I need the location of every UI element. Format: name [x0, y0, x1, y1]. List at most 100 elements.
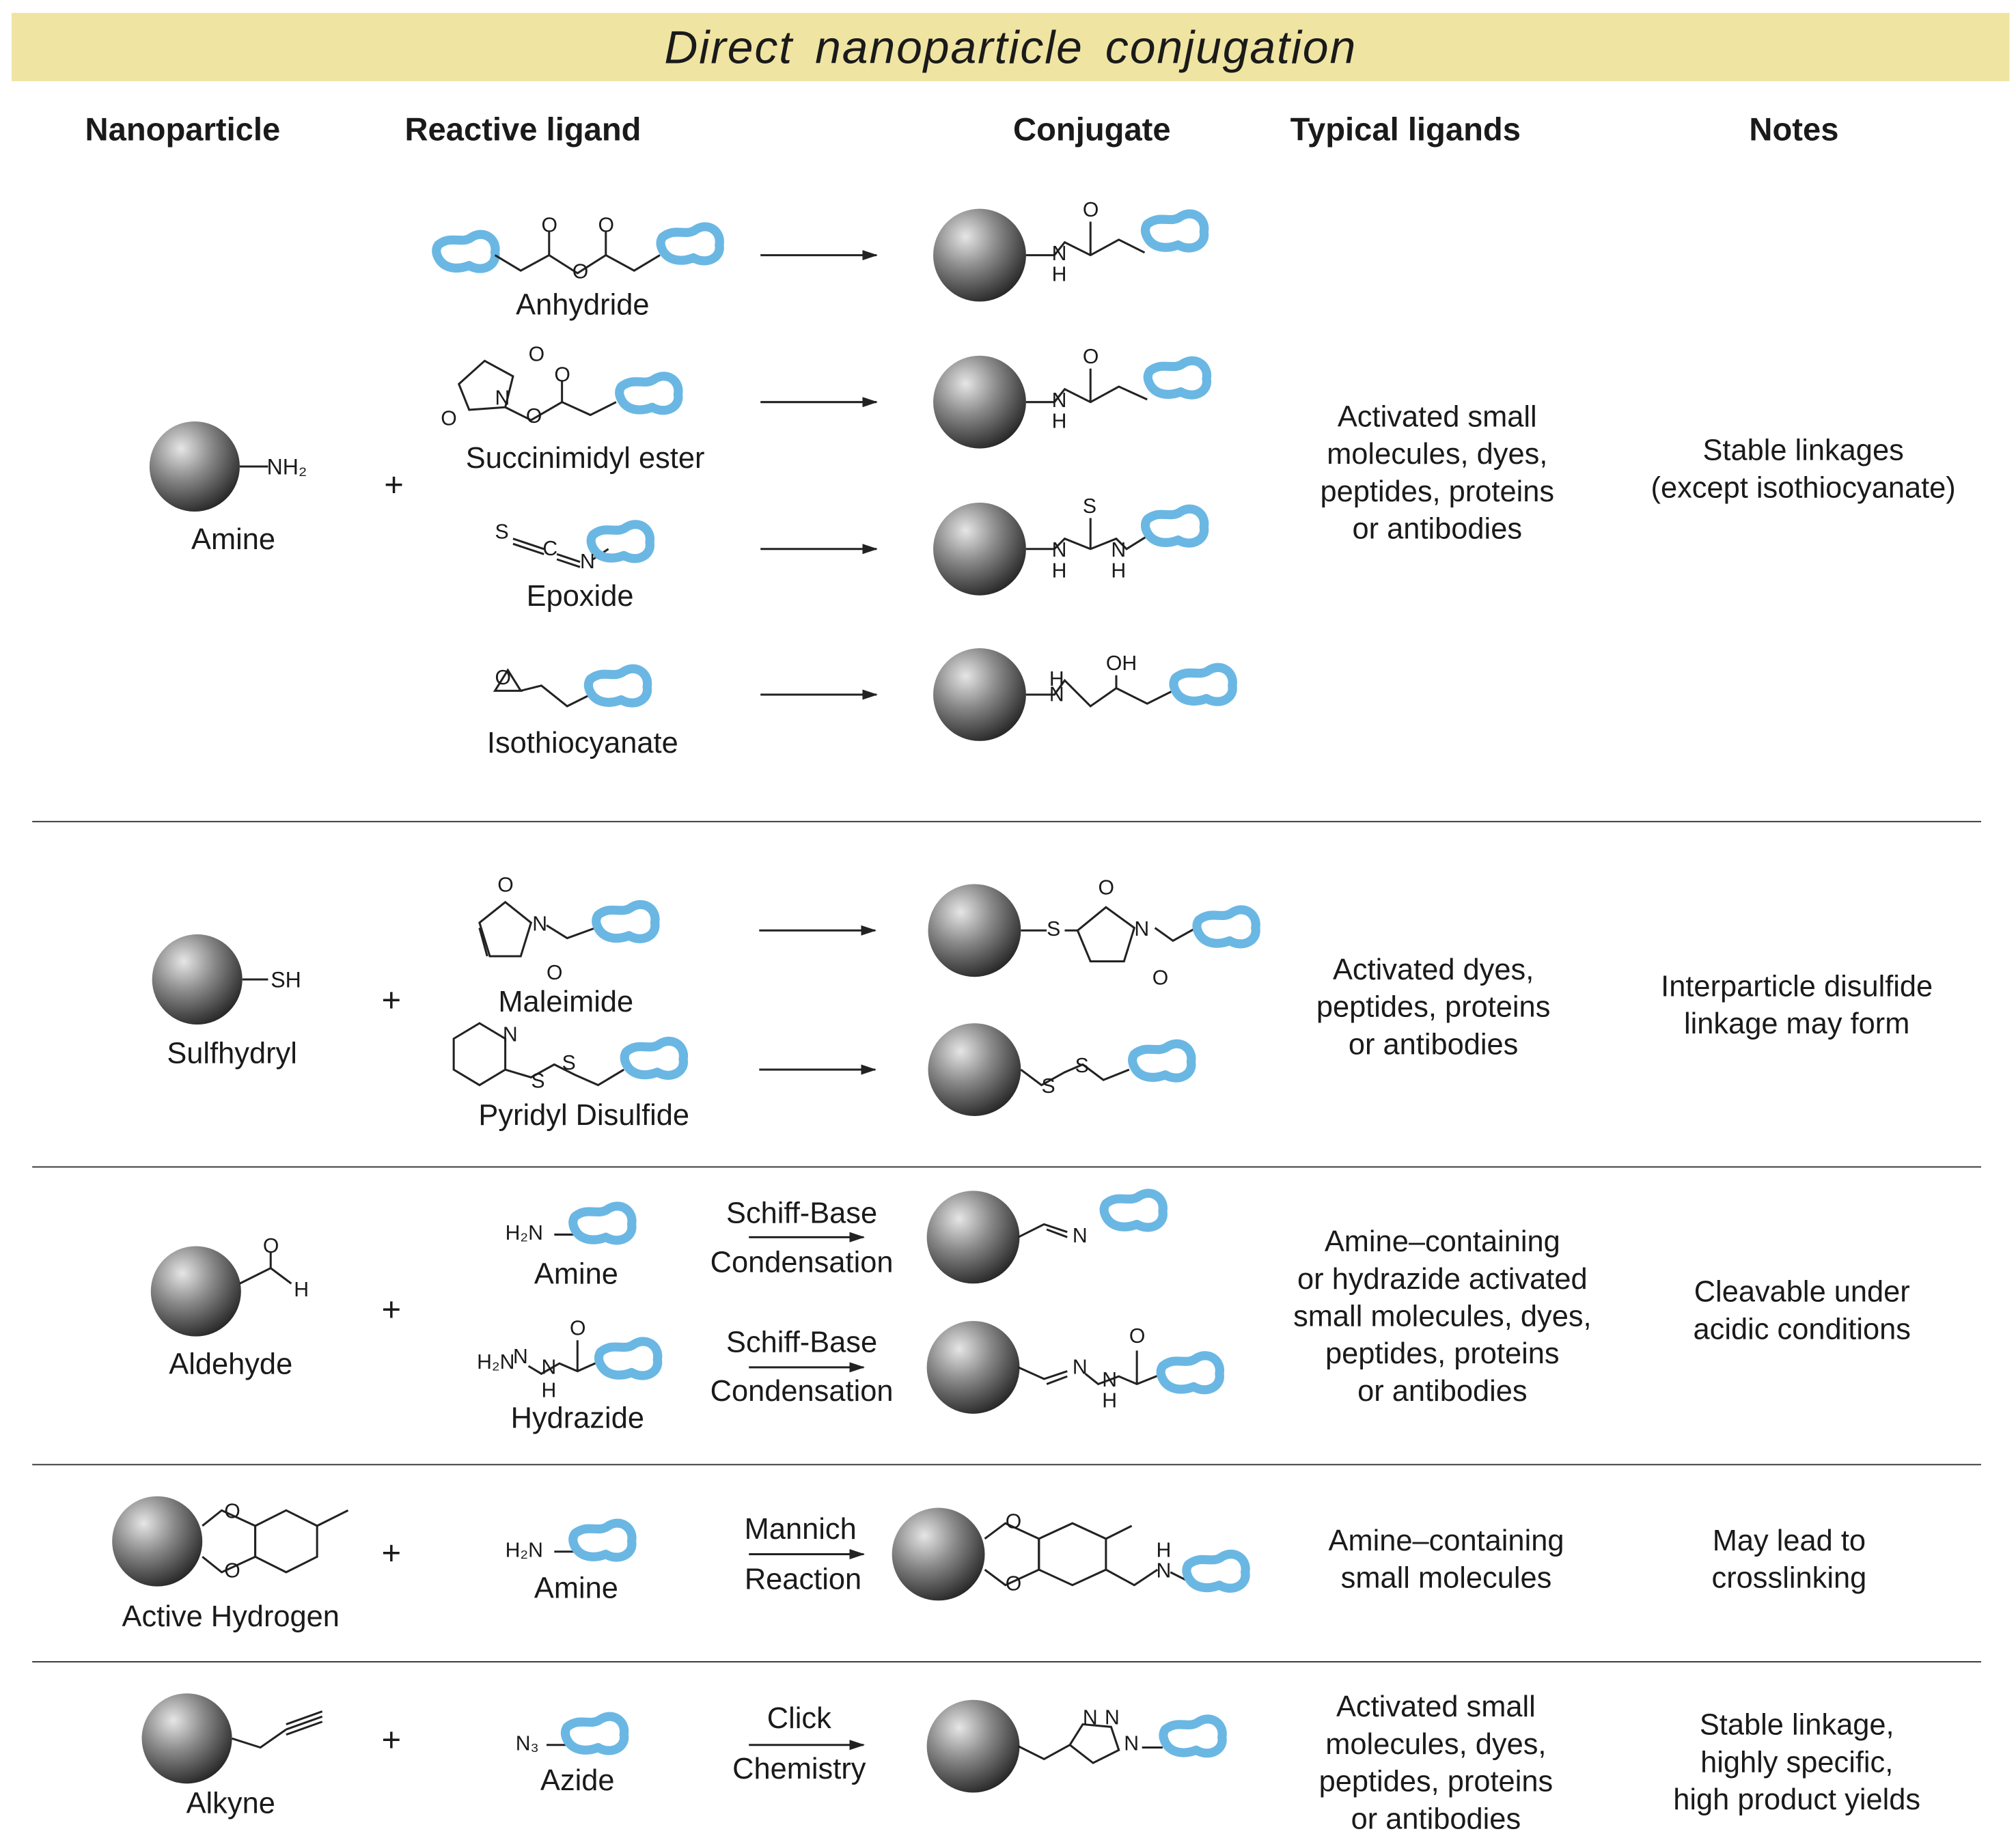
atom-n: N — [502, 1025, 518, 1047]
amine-group-label: NH₂ — [266, 455, 307, 479]
maleimide-structure — [478, 902, 655, 958]
atom-o: O — [569, 1318, 586, 1341]
text-line: linkage may form — [1683, 1006, 1910, 1040]
atom-n: N — [1051, 243, 1067, 266]
plus-sign: + — [381, 980, 402, 1020]
sulfhydryl-nanoparticle — [152, 934, 268, 1025]
text-line: peptides, proteins — [1316, 990, 1551, 1024]
atom-n: N — [1111, 540, 1127, 562]
atom-n: N — [1051, 390, 1067, 413]
atom-n: N — [580, 551, 595, 574]
header-notes: Notes — [1749, 112, 1839, 148]
text-line: molecules, dyes, — [1327, 436, 1548, 471]
atom-o: O — [547, 962, 563, 985]
atom-h2n: H₂N — [477, 1352, 515, 1374]
reaction-label: Mannich — [744, 1512, 857, 1546]
notes-alkyne: Stable linkage, highly specific, high pr… — [1673, 1706, 1920, 1818]
atom-o: O — [572, 262, 589, 284]
text-line: or antibodies — [1357, 1374, 1528, 1408]
typical-ligands-aldehyde: Amine–containing or hydrazide activated … — [1293, 1223, 1592, 1410]
reaction-label: Reaction — [744, 1561, 862, 1596]
text-line: highly specific, — [1700, 1744, 1894, 1779]
notes-aldehyde: Cleavable under acidic conditions — [1694, 1273, 1911, 1348]
atom-s: S — [1047, 919, 1061, 941]
isothiocyanate-structure — [512, 525, 650, 568]
atom-o: O — [1082, 346, 1099, 369]
imine-conjugate — [926, 1190, 1163, 1284]
atom-o: O — [1129, 1326, 1146, 1348]
atom-n: N — [1072, 1356, 1088, 1379]
plus-sign: + — [381, 1290, 402, 1329]
atom-h2n: H₂N — [505, 1223, 543, 1245]
notes-sulfhydryl: Interparticle disulfide linkage may form — [1661, 968, 1933, 1042]
atom-s: S — [531, 1070, 545, 1094]
atom-o: O — [262, 1236, 279, 1258]
thioether-maleimide-conjugate — [928, 884, 1256, 977]
ligand-label-epoxide: Epoxide — [526, 579, 634, 613]
atom-s: S — [1041, 1076, 1055, 1098]
text-line: Activated small — [1337, 399, 1537, 433]
text-line: Cleavable under — [1694, 1275, 1910, 1309]
text-line: or antibodies — [1348, 1027, 1519, 1061]
reaction-label: Condensation — [710, 1244, 894, 1279]
atom-n: N — [1102, 1369, 1118, 1392]
atom-h2n: H₂N — [505, 1540, 543, 1562]
nanoparticle-label-amine: Amine — [191, 522, 276, 556]
atom-s: S — [495, 522, 509, 544]
typical-ligands-sulfhydryl: Activated dyes, peptides, proteins or an… — [1316, 951, 1551, 1063]
atom-n: N — [512, 1346, 528, 1369]
atom-n: N — [1051, 540, 1067, 562]
atom-o: O — [598, 215, 614, 238]
typical-ligands-alkyne: Activated small molecules, dyes, peptide… — [1319, 1688, 1554, 1838]
mannich-conjugate — [892, 1507, 1245, 1601]
atom-h: H — [541, 1380, 557, 1402]
text-line: Stable linkage, — [1699, 1708, 1894, 1742]
header-nanoparticle: Nanoparticle — [85, 112, 281, 148]
epoxide-structure — [493, 669, 648, 708]
text-line: Activated dyes, — [1332, 952, 1534, 986]
text-line: molecules, dyes, — [1325, 1727, 1547, 1761]
aldehyde-nanoparticle — [150, 1246, 292, 1337]
amine-ligand-structure — [554, 1523, 632, 1557]
text-line: small molecules — [1340, 1560, 1552, 1594]
amide-conjugate-1 — [933, 208, 1204, 302]
nanoparticle-label-alkyne: Alkyne — [186, 1786, 275, 1820]
atom-h: H — [1049, 669, 1064, 691]
atom-h: H — [1051, 410, 1067, 433]
thiourea-conjugate — [933, 502, 1204, 596]
reaction-label: Condensation — [710, 1374, 894, 1408]
text-line: or hydrazide activated — [1297, 1262, 1588, 1296]
ligand-label-azide: Azide — [540, 1763, 615, 1797]
atom-n: N — [1134, 919, 1150, 941]
text-line: peptides, proteins — [1325, 1336, 1560, 1370]
ligand-label-amine: Amine — [534, 1571, 618, 1605]
atom-n: N — [1104, 1708, 1120, 1730]
ligand-label-maleimide: Maleimide — [498, 984, 634, 1018]
ligand-label-hydrazide: Hydrazide — [510, 1400, 644, 1435]
text-line: Amine–containing — [1328, 1523, 1564, 1557]
hydrazone-conjugate — [926, 1320, 1220, 1414]
atom-n: N — [1072, 1225, 1088, 1248]
notes-active-hydrogen: May lead to crosslinking — [1712, 1522, 1867, 1596]
atom-h: H — [1102, 1390, 1118, 1412]
atom-o: O — [1098, 877, 1115, 900]
nanoparticle-label-aldehyde: Aldehyde — [169, 1346, 293, 1380]
reaction-arrows — [749, 250, 878, 1751]
atom-n: N — [495, 387, 510, 410]
reaction-label: Click — [767, 1701, 831, 1735]
title-banner: Direct nanoparticle conjugation — [11, 12, 2010, 81]
atom-oh: OH — [1105, 653, 1137, 676]
row-divider — [32, 820, 1982, 822]
atom-o: O — [554, 364, 570, 387]
atom-h: H — [1051, 264, 1067, 286]
pyridyl-disulfide-structure — [452, 1022, 683, 1087]
plus-sign: + — [384, 465, 404, 504]
nanoparticle-label-sulfhydryl: Sulfhydryl — [167, 1035, 297, 1070]
atom-s: S — [1082, 496, 1097, 518]
nanoparticle-label-active-hydrogen: Active Hydrogen — [122, 1599, 340, 1633]
amide-conjugate-2 — [933, 355, 1206, 449]
disulfide-conjugate — [928, 1023, 1191, 1116]
atom-n: N — [1049, 684, 1064, 706]
